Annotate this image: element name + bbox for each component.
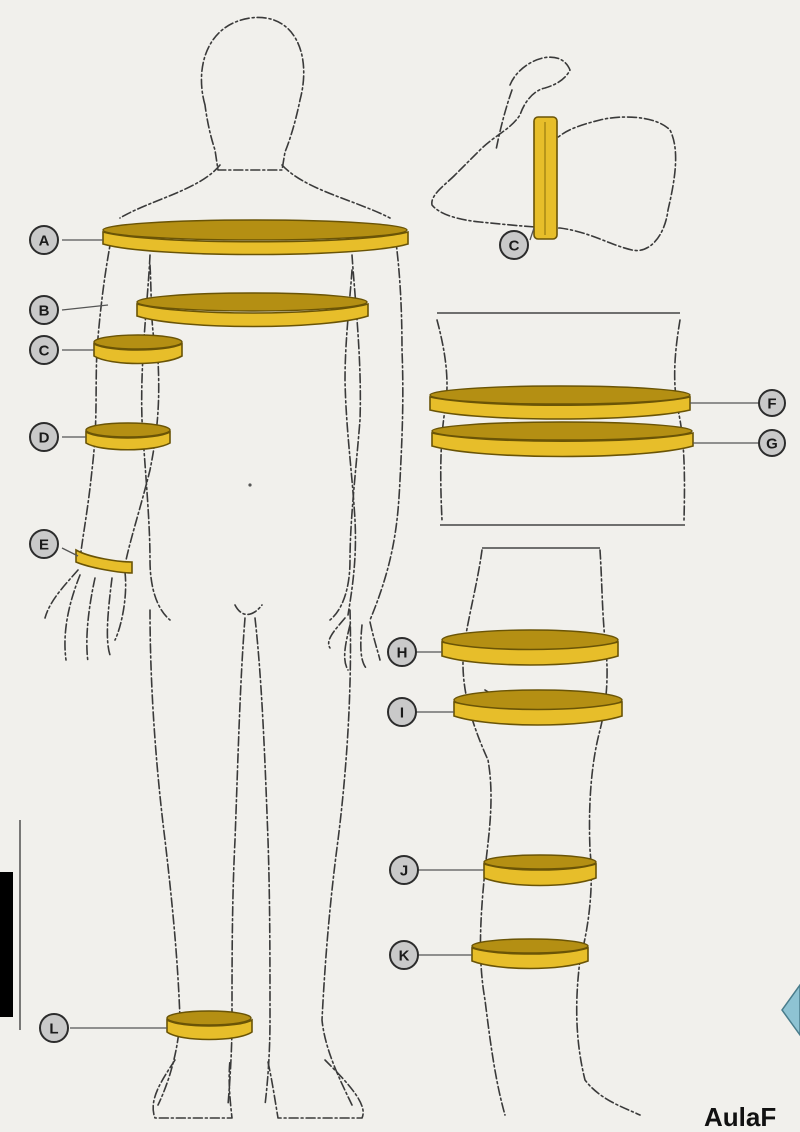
band-j [484,855,596,886]
head-outline [201,17,303,170]
marker-c-detail: C [500,231,528,259]
band-i [454,690,622,725]
marker-c-arm: C [30,336,58,364]
marker-g-label: G [766,436,778,453]
band-e [76,550,132,573]
waist-left-outline [437,320,447,520]
shoulder-outline [120,165,390,218]
band-a [103,220,408,255]
marker-i-label: I [400,705,404,722]
band-g [432,422,693,457]
left-hand [45,570,126,662]
marker-f: F [759,390,785,416]
band-c-arm [94,335,182,364]
marker-l: L [40,1014,68,1042]
right-hand [329,618,380,670]
band-b [137,293,368,327]
navel-dot [248,483,251,486]
marker-b: B [30,296,58,324]
marker-g: G [759,430,785,456]
right-leg-inner [255,618,270,1105]
band-l [167,1011,252,1040]
marker-i: I [388,698,416,726]
left-black-bar [0,872,13,1017]
band-h [442,630,618,665]
brand-diamond-icon [782,985,800,1035]
right-arm-outer [370,235,403,620]
band-k [472,939,588,969]
marker-c-arm-label: C [39,343,50,360]
marker-d-label: D [39,430,50,447]
right-leg-outer [322,610,352,1105]
marker-d: D [30,423,58,451]
marker-j-label: J [400,863,408,880]
left-arm-outer [80,235,112,560]
right-foot [268,1060,363,1118]
band-d [86,423,170,450]
marker-e-label: E [39,537,49,554]
flexed-forearm-outline [496,90,512,150]
brand-text: AulaF [704,1102,776,1132]
band-f [430,386,690,419]
marker-h: H [388,638,416,666]
marker-f-label: F [767,396,776,413]
marker-j: J [390,856,418,884]
marker-h-label: H [397,645,408,662]
groin-outline [235,605,262,614]
marker-b-label: B [39,303,50,320]
band-c-detail [534,117,557,239]
marker-a: A [30,226,58,254]
waist-right-outline [675,320,685,520]
marker-k-label: K [399,948,410,965]
marker-k: K [390,941,418,969]
marker-a-label: A [39,233,50,250]
marker-l-label: L [49,1021,58,1038]
marker-e: E [30,530,58,558]
marker-c-detail-label: C [509,238,520,255]
